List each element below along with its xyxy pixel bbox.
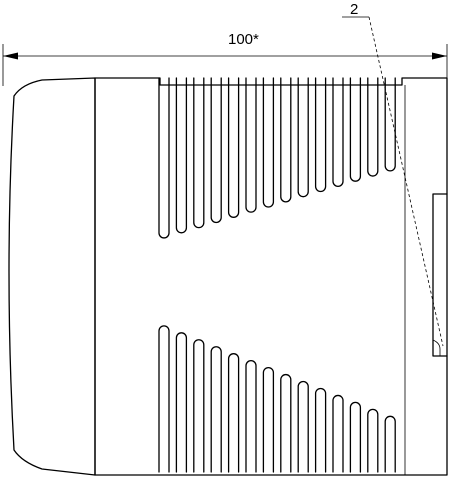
- housing-body: [94, 77, 448, 476]
- fin-upper: [349, 77, 362, 182]
- fin-lower: [227, 353, 240, 473]
- fin-upper: [297, 77, 309, 198]
- fin-lower: [349, 401, 362, 473]
- fin-upper: [210, 77, 222, 224]
- dimension-line-100: 100*: [2, 31, 448, 86]
- fin-lower: [314, 387, 327, 473]
- fin-lower: [245, 360, 257, 473]
- fin-lower: [210, 346, 222, 473]
- fin-lower: [367, 408, 379, 473]
- fin-lower: [175, 332, 188, 473]
- fin-upper: [262, 77, 275, 208]
- fin-upper: [280, 77, 292, 203]
- fin-upper: [193, 77, 205, 229]
- dimension-label: 100*: [228, 31, 259, 48]
- fin-upper: [175, 77, 188, 234]
- fin-upper: [314, 77, 327, 193]
- fin-lower: [193, 339, 205, 473]
- fin-lower: [297, 380, 309, 473]
- fin-upper: [332, 77, 344, 187]
- rail-clip-notch: [432, 193, 448, 357]
- lower-fin-group: [158, 325, 396, 473]
- fin-lower: [384, 415, 396, 473]
- fin-lower: [280, 373, 292, 473]
- callout-2: 2: [342, 1, 444, 347]
- callout-label: 2: [350, 1, 358, 18]
- upper-fin-group: [158, 77, 396, 239]
- fin-lower: [262, 367, 275, 473]
- arrow-right-icon: [432, 52, 447, 60]
- fin-upper: [245, 77, 257, 213]
- fin-lower: [332, 394, 344, 473]
- fin-upper: [227, 77, 240, 218]
- fin-upper: [384, 77, 396, 172]
- arrow-left-icon: [3, 52, 18, 60]
- rail-clip-hook: [432, 339, 441, 356]
- fin-lower: [158, 325, 170, 473]
- front-cover: [8, 77, 96, 476]
- fin-upper: [367, 77, 379, 177]
- fin-upper: [158, 77, 170, 239]
